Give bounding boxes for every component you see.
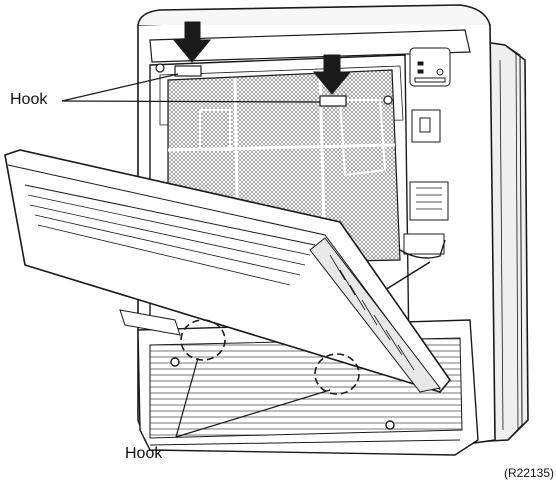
figure-reference-code: (R22135) xyxy=(503,466,554,480)
side-components xyxy=(384,109,449,291)
hook-leader-lines-top xyxy=(61,73,321,103)
hook-label-bottom: Hook xyxy=(125,445,163,462)
hook-label-top: Hook xyxy=(10,91,48,108)
hook-leader-lines-bottom xyxy=(175,357,331,438)
bottom-hook-highlights xyxy=(180,319,360,395)
down-arrows xyxy=(172,21,352,95)
top-hooks xyxy=(155,63,393,107)
front-panel xyxy=(4,149,452,393)
control-panel xyxy=(409,47,451,87)
